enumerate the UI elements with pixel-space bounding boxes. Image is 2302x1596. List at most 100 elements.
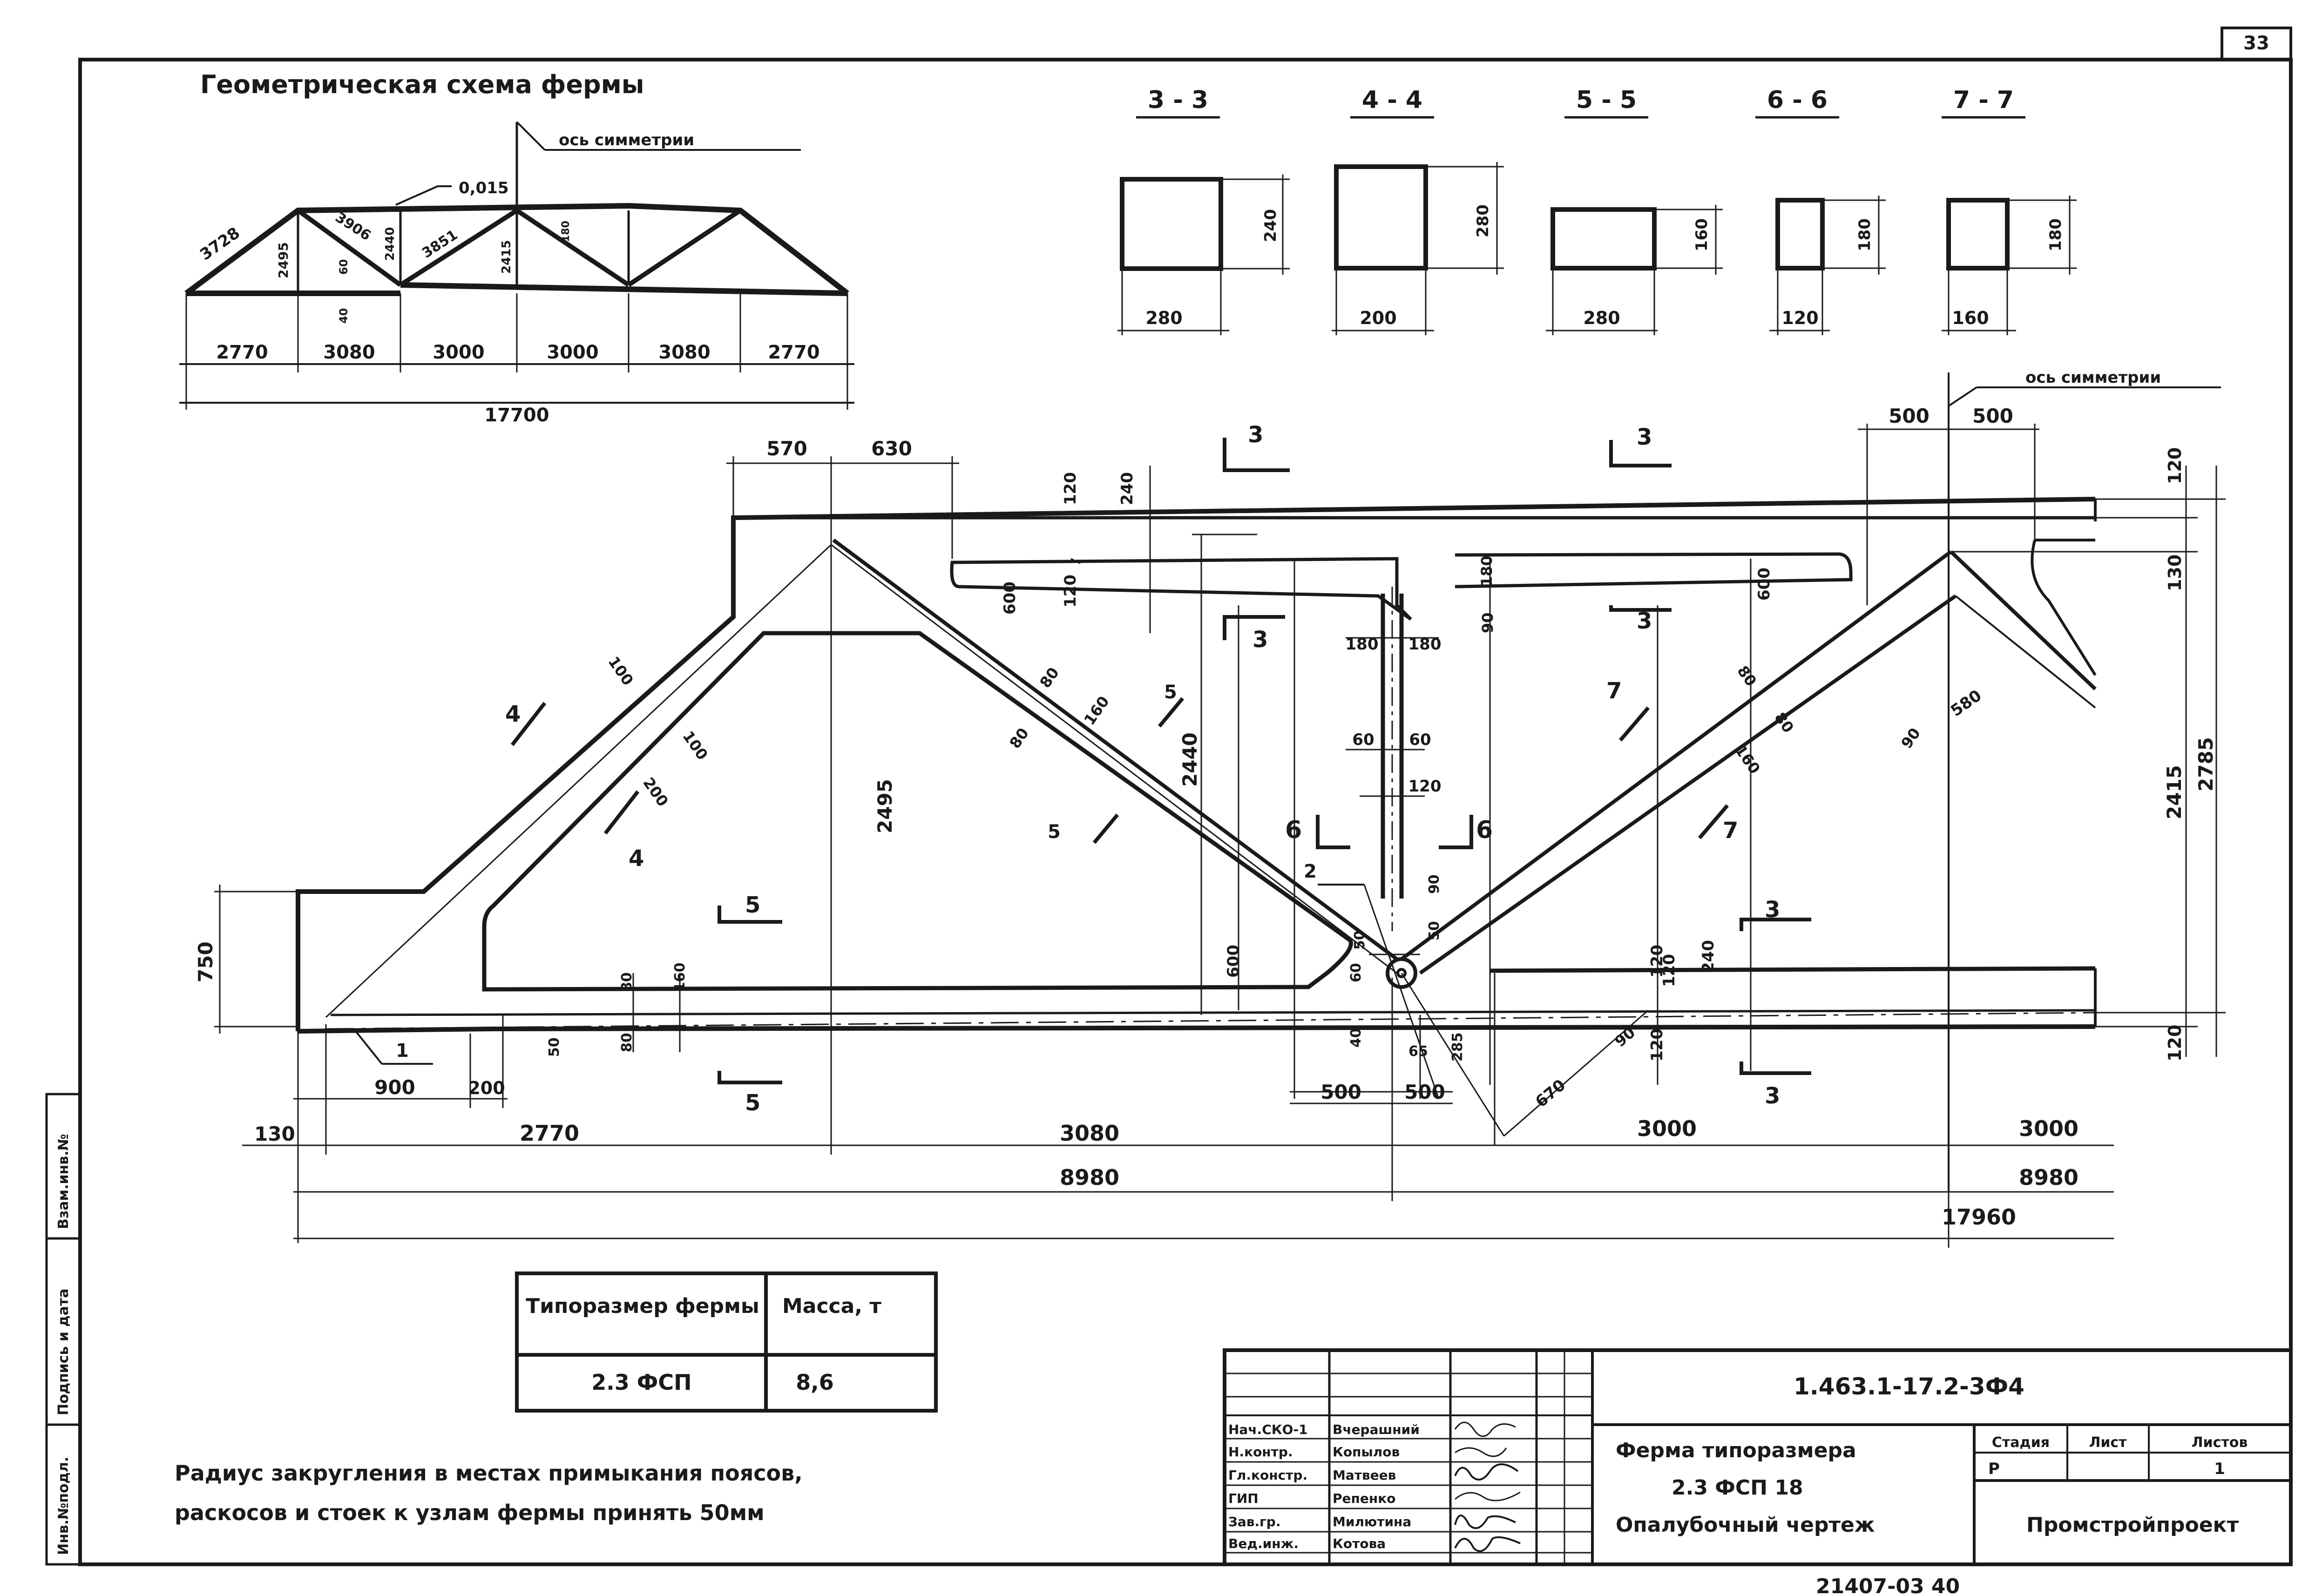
bottom-dim-2770: 2770 <box>520 1121 579 1146</box>
side-stamp-sign: Подпись и дата <box>55 1289 72 1415</box>
section-mark-3-e: 3 <box>1765 897 1780 923</box>
title-block-person-2: Копылов <box>1333 1444 1400 1460</box>
section-7-7-width: 160 <box>1952 308 1989 328</box>
bottom-dim-17960: 17960 <box>1942 1204 2016 1230</box>
scheme-height-3: 2415 <box>500 240 514 274</box>
main-axis-label: ось симметрии <box>2025 368 2161 387</box>
section-mark-3-c: 3 <box>1253 627 1268 653</box>
bottom-dim-900: 900 <box>374 1076 415 1099</box>
section-label-7-7: 7 - 7 <box>1953 86 2014 114</box>
title-block-name-3: Опалубочный чертеж <box>1616 1513 1875 1537</box>
main-dim-120-c: 120 <box>1408 777 1442 796</box>
bottom-dim-500-left: 500 <box>1320 1081 1361 1103</box>
scheme-span-6: 2770 <box>768 342 819 363</box>
section-label-6-6: 6 - 6 <box>1767 86 1828 114</box>
main-dim-80-f: 80 <box>619 1033 635 1052</box>
scheme-dim-lines <box>179 293 854 410</box>
main-dim-180-a: 180 <box>1346 635 1379 654</box>
main-dim-40: 40 <box>1348 1028 1364 1048</box>
page-corner-number: 33 <box>2243 33 2269 54</box>
section-7-7-height: 180 <box>2046 218 2065 251</box>
truss-scheme <box>184 185 849 296</box>
main-internal-dims <box>502 466 1752 1145</box>
section-mark-3-a: 3 <box>1248 422 1263 448</box>
main-dim-240-a: 240 <box>1118 472 1137 505</box>
scheme-height-6: 180 <box>560 221 572 242</box>
main-dim-285: 285 <box>1449 1032 1466 1062</box>
scheme-height-5: 40 <box>337 308 350 324</box>
section-4-4-width: 200 <box>1360 308 1396 328</box>
main-dim-600-c: 600 <box>1224 945 1243 978</box>
section-mark-5-a: 5 <box>745 892 760 918</box>
main-dim-180-b: 180 <box>1408 635 1442 654</box>
main-dim-160-a: 160 <box>1731 742 1763 778</box>
main-dim-60-b: 60 <box>1409 730 1431 749</box>
title-block-person-3: Матвеев <box>1333 1468 1396 1483</box>
section-mark-6-a: 6 <box>1285 816 1302 844</box>
scheme-axis-label: ось симметрии <box>559 131 694 149</box>
scheme-span-2: 3080 <box>323 342 375 363</box>
scheme-height-1: 2495 <box>276 242 291 278</box>
section-mark-4-b: 4 <box>629 845 644 872</box>
main-dim-500-right: 500 <box>1972 405 2013 427</box>
bottom-dim-3000-b: 3000 <box>2019 1116 2079 1141</box>
scheme-span-4: 3000 <box>547 342 598 363</box>
section-mark-5-c: 5 <box>1164 682 1177 703</box>
main-dim-750: 750 <box>194 941 217 982</box>
main-dim-130: 130 <box>2165 555 2185 591</box>
section-6-6-height: 180 <box>1855 218 1874 251</box>
main-dim-630: 630 <box>871 437 912 460</box>
main-dim-60-a: 60 <box>1352 730 1374 749</box>
section-mark-4-a: 4 <box>505 701 521 727</box>
main-dim-180-c: 180 <box>1478 555 1496 587</box>
main-dim-60-c: 60 <box>1348 963 1364 982</box>
main-dim-80-d: 80 <box>1006 724 1032 751</box>
main-dim-240-b: 240 <box>1699 940 1718 973</box>
scheme-axis: ось симметрии <box>515 121 801 223</box>
section-6-6: 6 - 6 120 180 <box>1755 86 1886 335</box>
section-5-5: 5 - 5 280 160 <box>1546 86 1723 335</box>
main-dim-100-a: 100 <box>604 653 636 689</box>
main-dim-600-b: 600 <box>1755 568 1774 601</box>
main-dim-580: 580 <box>1947 686 1985 720</box>
scheme-span-1: 2770 <box>216 342 268 363</box>
title-block-person-6: Котова <box>1333 1536 1386 1551</box>
main-left-dims <box>214 885 298 1034</box>
main-dim-90-b: 90 <box>1897 724 1924 751</box>
main-dim-2785: 2785 <box>2194 737 2217 791</box>
bottom-dim-200: 200 <box>468 1078 505 1098</box>
section-3-3: 3 - 3 280 240 <box>1117 86 1290 335</box>
main-dim-160-c: 160 <box>672 962 688 992</box>
section-label-5-5: 5 - 5 <box>1576 86 1637 114</box>
main-dim-2415: 2415 <box>2163 765 2186 819</box>
stage-value-sheets: 1 <box>2214 1460 2225 1478</box>
scheme-slope: 0,015 <box>459 179 509 197</box>
stage-header-sheets: Листов <box>2192 1434 2248 1451</box>
main-dim-50-a: 50 <box>1426 921 1442 940</box>
stage-header-sheet: Лист <box>2089 1434 2127 1451</box>
section-label-3-3: 3 - 3 <box>1148 86 1208 114</box>
main-dim-80-b: 80 <box>1771 709 1797 736</box>
main-dim-50-b: 50 <box>546 1037 562 1057</box>
title-block-person-5: Милютина <box>1333 1514 1411 1529</box>
corner-box <box>2221 27 2292 60</box>
main-dim-120-d: 120 <box>1660 954 1679 987</box>
main-dim-600-a: 600 <box>1001 582 1019 615</box>
bottom-dim-3080: 3080 <box>1060 1121 1119 1146</box>
section-3-3-height: 240 <box>1261 209 1280 242</box>
bottom-number: 21407-03 40 <box>1816 1575 1960 1596</box>
main-bottom-dims <box>242 545 2114 1248</box>
title-block-role-5: Зав.гр. <box>1228 1514 1280 1529</box>
signatures <box>1454 1421 1521 1552</box>
stage-header-stage: Стадия <box>1992 1434 2050 1451</box>
scheme-height-4: 60 <box>337 259 350 275</box>
section-4-4: 4 - 4 200 280 <box>1332 86 1504 335</box>
side-stamp-inv: Инв.№подл. <box>55 1457 72 1555</box>
title-block-name-1: Ферма типоразмера <box>1616 1439 1856 1462</box>
main-dim-120-e: 120 <box>1648 1028 1666 1062</box>
main-dim-80-c: 80 <box>1036 664 1063 691</box>
title-block-name-2: 2.3 ФСП 18 <box>1672 1476 1803 1500</box>
title-block-role-3: Гл.констр. <box>1228 1468 1307 1483</box>
note-line-2: раскосов и стоек к узлам фермы принять 5… <box>175 1500 765 1525</box>
